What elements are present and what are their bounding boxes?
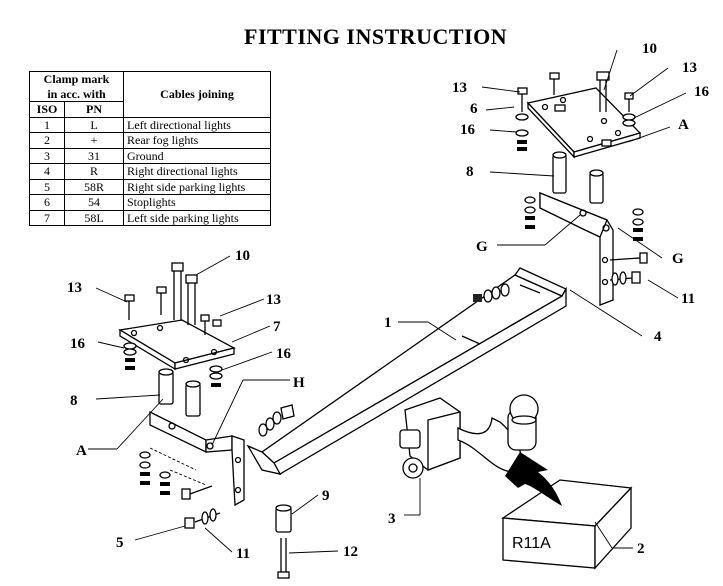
left-plate-bolts	[124, 262, 222, 335]
right-plate-washers	[515, 113, 636, 151]
label-4: 4	[654, 329, 662, 345]
right-plate-bolts	[517, 71, 634, 147]
label-10-left: 10	[235, 248, 250, 264]
label-6: 6	[470, 101, 478, 117]
packaging-box	[501, 479, 633, 570]
left-bracket-washers	[139, 447, 207, 495]
cables-header: Cables joining	[123, 71, 271, 118]
label-12: 12	[343, 544, 358, 560]
label-2: 2	[637, 541, 645, 557]
label-13-mid: 13	[266, 292, 281, 308]
label-3: 3	[388, 511, 396, 527]
left-side-bracket	[149, 410, 245, 507]
label-11-right: 11	[681, 291, 695, 307]
leader-lines	[88, 49, 687, 554]
left-spacers	[158, 368, 201, 417]
part-number-labels: 10 13 13 16 6 16 A 8 G G 11 4 1 10 13 13…	[67, 41, 710, 562]
right-spacers	[552, 151, 604, 204]
label-16-top-right: 16	[694, 84, 710, 100]
right-bolts-11	[609, 252, 648, 286]
label-13-left: 13	[67, 280, 82, 296]
right-mounting-plate	[526, 87, 642, 159]
spacer-9	[275, 504, 292, 533]
label-8-left: 8	[70, 393, 78, 409]
main-crossbar	[246, 267, 567, 475]
left-bolts-11	[181, 485, 221, 529]
box-label: R11A	[512, 535, 551, 552]
label-13-top-right: 13	[682, 60, 697, 76]
pn-header: PN	[64, 101, 124, 118]
label-10-top: 10	[642, 41, 657, 57]
label-13-top-left: 13	[452, 80, 467, 96]
label-A-right: A	[678, 117, 689, 133]
page-title: FITTING INSTRUCTION	[244, 24, 508, 49]
label-16-top-left: 16	[460, 122, 476, 138]
clamp-header-line1: Clamp mark	[43, 72, 110, 86]
label-A-left: A	[76, 443, 87, 459]
label-7: 7	[273, 319, 281, 335]
label-5: 5	[116, 535, 124, 551]
label-8-right: 8	[466, 164, 474, 180]
left-mounting-plate	[118, 319, 236, 371]
right-side-bracket	[539, 192, 614, 306]
crossbar-left-nuts	[258, 404, 295, 437]
clamp-header-line2: in acc. with	[47, 86, 106, 101]
bolt-12	[277, 538, 290, 579]
label-16-left: 16	[70, 336, 86, 352]
label-11-left: 11	[236, 546, 250, 562]
label-G-left: G	[476, 239, 488, 255]
label-9: 9	[322, 488, 330, 504]
insert-arrow-icon	[505, 452, 562, 506]
clamp-header: Clamp mark in acc. with	[29, 71, 124, 102]
tow-ball-assembly	[399, 394, 539, 479]
label-G-right: G	[672, 251, 684, 267]
label-H: H	[293, 375, 305, 391]
label-1: 1	[384, 315, 392, 331]
wiring-table: Clamp mark in acc. with Cables joining I…	[29, 71, 271, 226]
right-bracket-washers	[524, 196, 644, 241]
label-16-mid: 16	[276, 346, 292, 362]
crossbar-right-nuts	[473, 283, 510, 303]
left-plate-washers	[123, 342, 223, 387]
